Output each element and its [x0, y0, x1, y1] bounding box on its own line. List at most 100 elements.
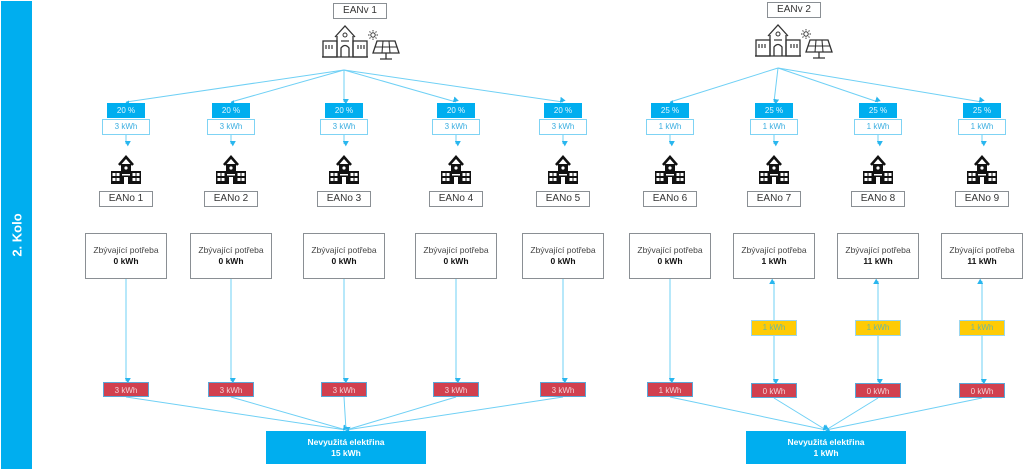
unused-line	[125, 396, 349, 431]
remaining-need-value: 0 kWh	[443, 256, 469, 266]
consumer-label: EANo 6	[643, 191, 697, 207]
building-icon	[215, 154, 247, 186]
unused-value: 1 kWh	[813, 447, 839, 458]
surplus-kwh: 3 kWh	[103, 382, 149, 397]
remaining-need-title: Zbývající potřeba	[949, 245, 1015, 255]
surplus-kwh: 0 kWh	[959, 383, 1005, 398]
remaining-need-value: 0 kWh	[331, 256, 357, 266]
extra-kwh: 1 kWh	[855, 320, 901, 336]
allocated-kwh: 1 kWh	[854, 119, 902, 135]
allocated-kwh: 1 kWh	[958, 119, 1006, 135]
distribution-line	[668, 67, 779, 106]
remaining-need-title: Zbývající potřeba	[637, 245, 703, 255]
unused-line	[773, 397, 829, 431]
building-icon	[328, 154, 360, 186]
consumer-label: EANo 2	[204, 191, 258, 207]
building-icon	[966, 154, 998, 186]
share-badge: 25 %	[651, 103, 689, 118]
distribution-line	[343, 69, 566, 103]
remaining-need-title: Zbývající potřeba	[93, 245, 159, 255]
remaining-need-title: Zbývající potřeba	[198, 245, 264, 255]
unused-line	[344, 396, 457, 434]
remaining-need-title: Zbývající potřeba	[845, 245, 911, 255]
remaining-need-value: 0 kWh	[550, 256, 576, 266]
solar-panel-icon	[368, 30, 400, 60]
allocated-kwh: 3 kWh	[102, 119, 150, 135]
remaining-need-value: 1 kWh	[761, 256, 787, 266]
remaining-need-title: Zbývající potřeba	[530, 245, 596, 255]
building-icon	[862, 154, 894, 186]
distribution-line	[229, 69, 345, 106]
share-badge: 25 %	[859, 103, 897, 118]
remaining-need-title: Zbývající potřeba	[311, 245, 377, 255]
source-label: EANv 1	[333, 3, 387, 19]
share-badge: 20 %	[325, 103, 363, 118]
consumer-label: EANo 7	[747, 191, 801, 207]
surplus-kwh: 3 kWh	[540, 382, 586, 397]
unused-line	[343, 396, 351, 433]
unused-title: Nevyužitá elektřina	[307, 436, 385, 447]
share-badge: 20 %	[107, 103, 145, 118]
unused-line	[669, 396, 829, 431]
building-icon	[758, 154, 790, 186]
surplus-kwh: 3 kWh	[433, 382, 479, 397]
building-icon	[440, 154, 472, 186]
school-icon	[322, 25, 368, 58]
source-label: EANv 2	[767, 2, 821, 18]
surplus-kwh: 0 kWh	[855, 383, 901, 398]
extra-kwh: 1 kWh	[751, 320, 797, 336]
distribution-line	[343, 69, 459, 103]
unused-line	[343, 396, 564, 435]
surplus-kwh: 3 kWh	[321, 382, 367, 397]
unused-title: Nevyužitá elektřina	[787, 436, 865, 447]
remaining-need-title: Zbývající potřeba	[741, 245, 807, 255]
distribution-line	[777, 67, 881, 103]
solar-panel-icon	[801, 29, 833, 59]
distribution-line	[123, 69, 345, 107]
share-badge: 20 %	[212, 103, 250, 118]
remaining-need-title: Zbývající potřeba	[423, 245, 489, 255]
remaining-need-value: 11 kWh	[863, 256, 893, 266]
building-icon	[547, 154, 579, 186]
allocated-kwh: 3 kWh	[207, 119, 255, 135]
allocated-kwh: 1 kWh	[646, 119, 694, 135]
allocated-kwh: 3 kWh	[432, 119, 480, 135]
consumer-label: EANo 4	[429, 191, 483, 207]
round-sidebar: 2. Kolo	[1, 1, 32, 469]
school-icon	[755, 24, 801, 57]
remaining-need-value: 11 kWh	[967, 256, 997, 266]
extra-kwh: 1 kWh	[959, 320, 1005, 336]
consumer-label: EANo 3	[317, 191, 371, 207]
consumer-label: EANo 8	[851, 191, 905, 207]
allocated-kwh: 3 kWh	[539, 119, 587, 135]
unused-line	[824, 397, 879, 433]
remaining-need-value: 0 kWh	[218, 256, 244, 266]
share-badge: 25 %	[963, 103, 1001, 118]
share-badge: 20 %	[437, 103, 475, 118]
consumer-label: EANo 9	[955, 191, 1009, 207]
distribution-line	[777, 67, 985, 103]
distribution-line	[773, 67, 780, 105]
unused-line	[230, 396, 349, 431]
consumer-label: EANo 5	[536, 191, 590, 207]
allocated-kwh: 3 kWh	[320, 119, 368, 135]
surplus-kwh: 1 kWh	[647, 382, 693, 397]
unused-line	[824, 397, 983, 435]
building-icon	[110, 154, 142, 186]
consumer-label: EANo 1	[99, 191, 153, 207]
remaining-need-value: 0 kWh	[657, 256, 683, 266]
remaining-need-value: 0 kWh	[113, 256, 139, 266]
unused-value: 15 kWh	[331, 447, 361, 458]
